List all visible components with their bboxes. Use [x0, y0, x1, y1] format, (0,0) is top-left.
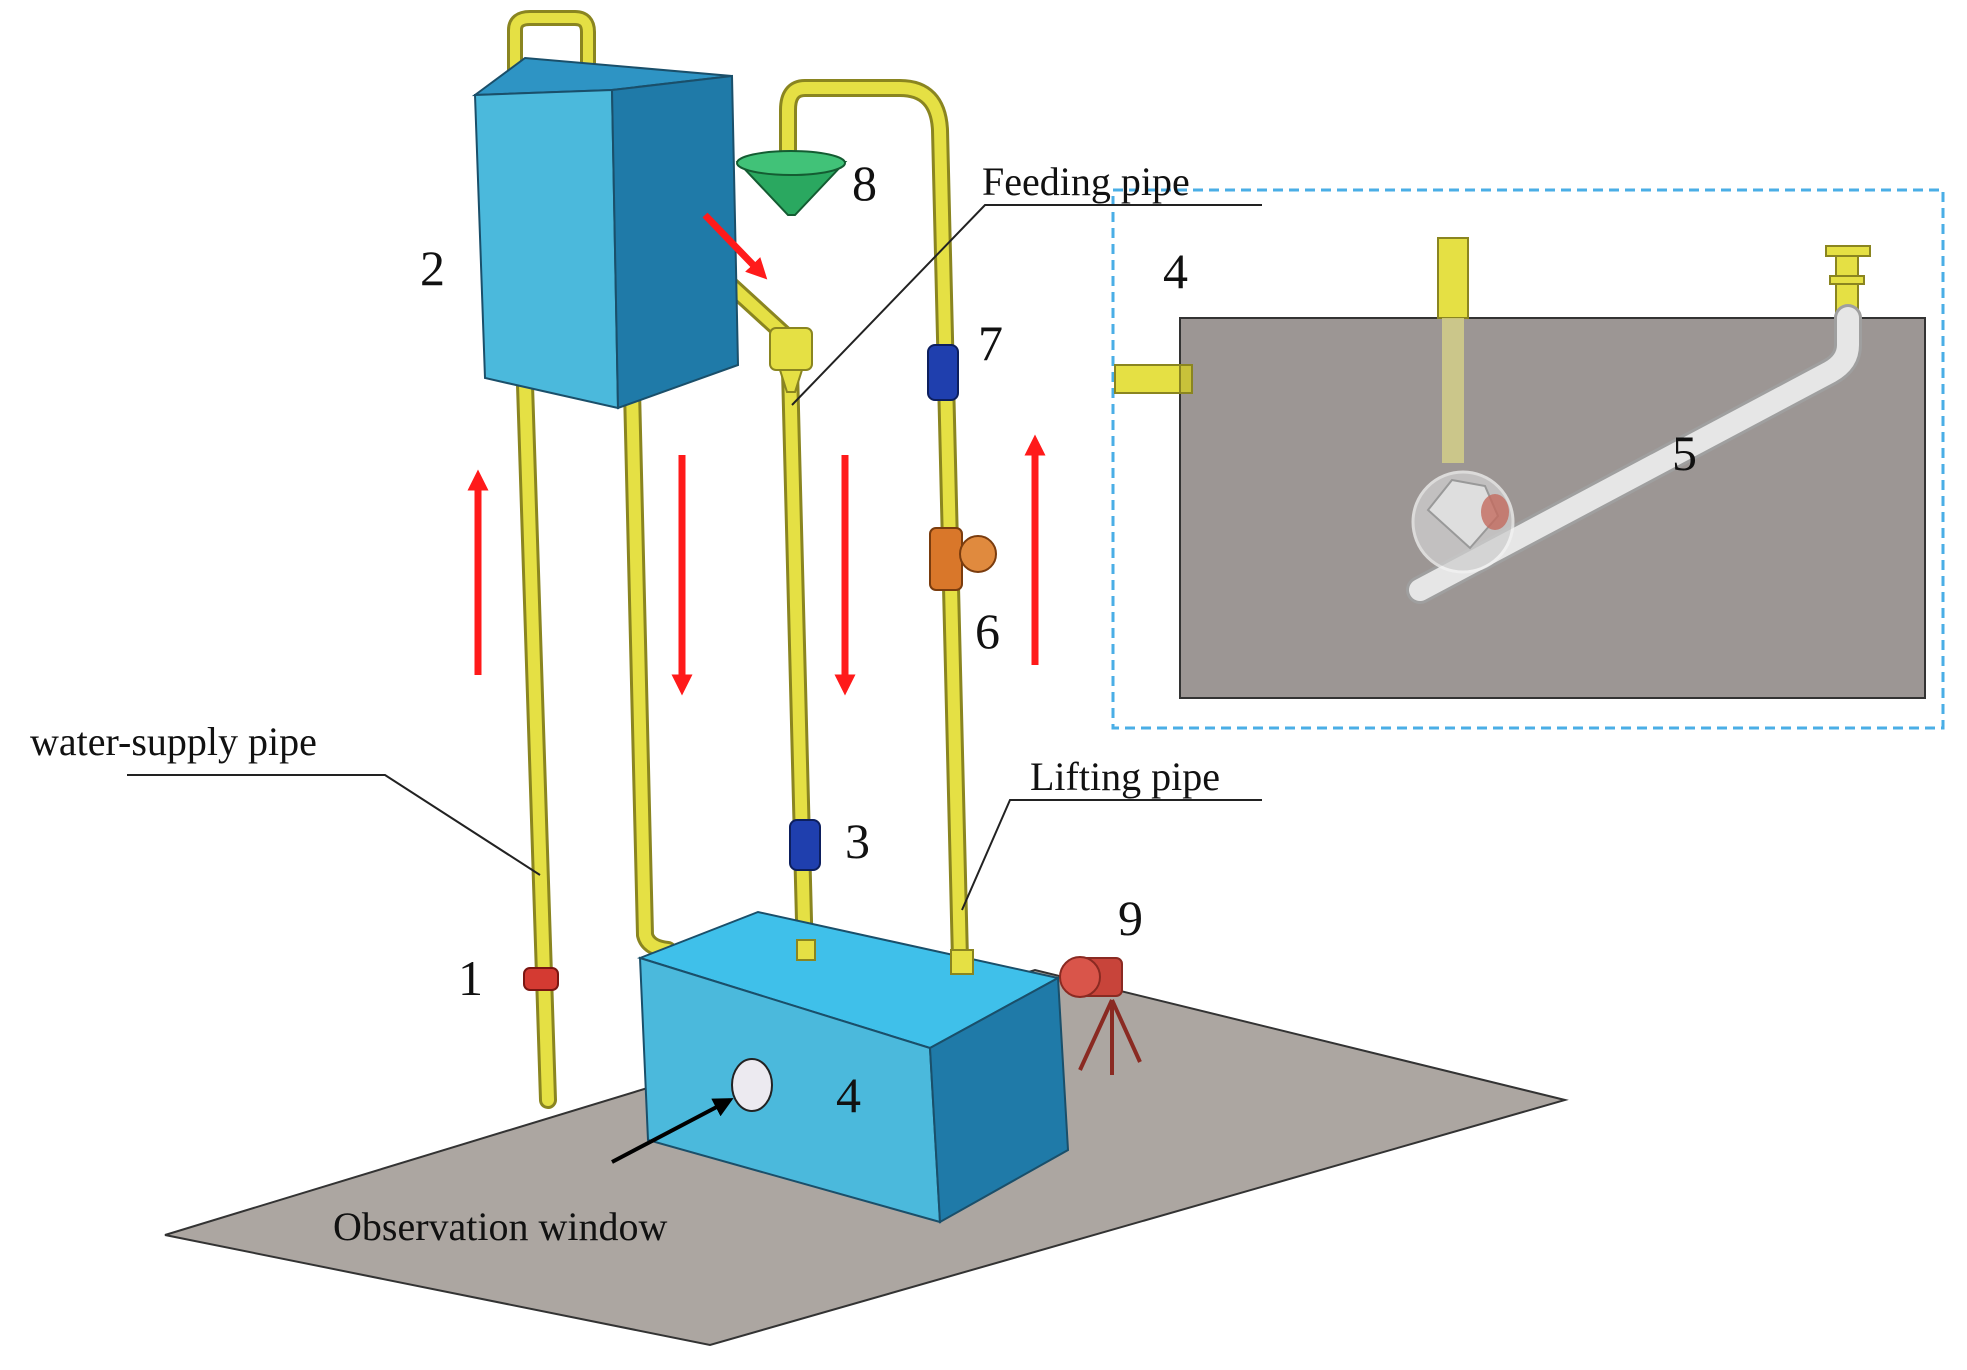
label-4-inset: 4	[1163, 243, 1188, 299]
leader-lines	[127, 204, 1262, 1164]
valve-7	[927, 344, 959, 401]
water-supply-pipe-leader	[127, 774, 541, 876]
label-9: 9	[1118, 890, 1143, 946]
label-7: 7	[978, 315, 1003, 371]
lifting-pipe-label: Lifting pipe	[1030, 754, 1220, 799]
observation-window-arrow	[611, 1098, 734, 1164]
camera-icon	[1059, 956, 1142, 1075]
feeding-pipe-flange	[796, 939, 816, 961]
feeding-pipe-leader	[791, 204, 1262, 406]
red-arrow-icon	[702, 212, 768, 280]
label-1: 1	[458, 950, 483, 1006]
hopper	[735, 150, 848, 216]
label-6: 6	[975, 603, 1000, 659]
observation-window-label: Observation window	[333, 1204, 668, 1249]
valve-1	[523, 967, 559, 991]
upper-tank	[471, 56, 740, 410]
valve-3	[789, 819, 821, 871]
valve-icon	[789, 344, 959, 871]
lifting-pipe-flange	[950, 949, 974, 975]
lifting-pipe-leader	[961, 799, 1262, 911]
label-8: 8	[852, 155, 877, 211]
label-2: 2	[420, 240, 445, 296]
water-supply-pipe-label: water-supply pipe	[30, 719, 317, 764]
label-4: 4	[836, 1067, 861, 1123]
lower-tank	[636, 910, 1070, 1224]
label-5: 5	[1672, 425, 1697, 481]
label-3: 3	[845, 813, 870, 869]
gauge-icon	[929, 527, 997, 591]
flow-arrows	[467, 212, 1046, 696]
observation-window	[731, 1058, 773, 1112]
feeding-pipe-label: Feeding pipe	[982, 159, 1190, 204]
tee-fitting	[769, 327, 813, 393]
inset-detail	[1111, 188, 1945, 730]
